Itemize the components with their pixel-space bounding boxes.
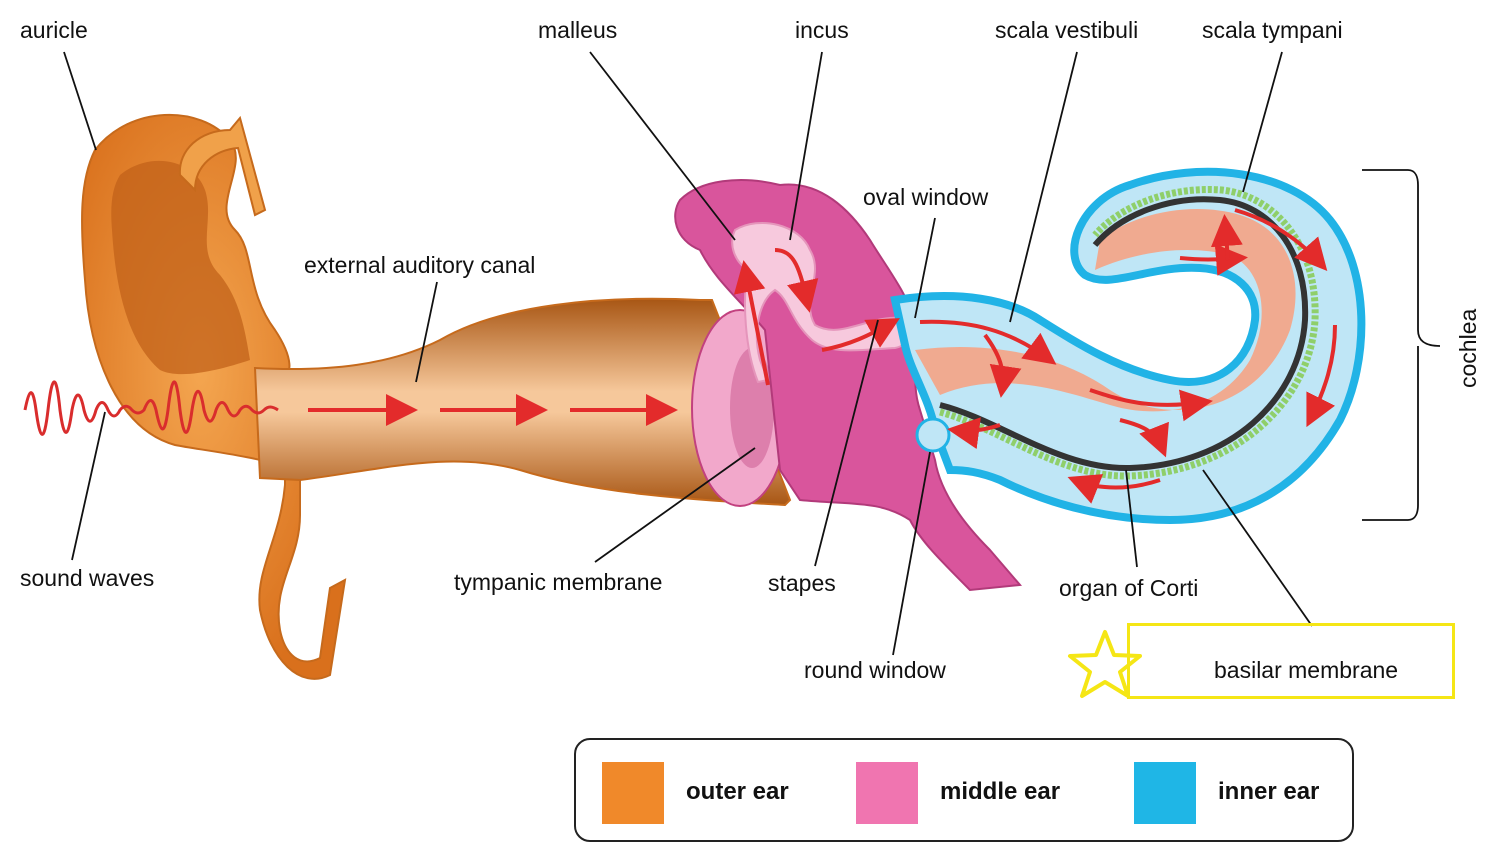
legend-label-outer-ear: outer ear bbox=[686, 778, 789, 805]
legend: outer ear middle ear inner ear bbox=[574, 738, 1354, 842]
perilymph-band bbox=[915, 209, 1296, 412]
legend-swatch-middle-ear bbox=[856, 762, 918, 824]
label-scala-vestibuli: scala vestibuli bbox=[995, 17, 1139, 43]
leader-lines bbox=[63, 51, 1441, 656]
sound-flow-arrows bbox=[308, 208, 1337, 504]
legend-label-middle-ear: middle ear bbox=[940, 778, 1061, 805]
legend-swatch-inner-ear bbox=[1134, 762, 1196, 824]
basilar-membrane-shape bbox=[939, 196, 1309, 472]
label-cochlea: cochlea bbox=[1455, 308, 1481, 388]
highlight-box bbox=[1127, 623, 1455, 699]
label-round-window: round window bbox=[804, 657, 946, 683]
label-malleus: malleus bbox=[538, 17, 618, 43]
label-sound-waves: sound waves bbox=[20, 565, 155, 591]
legend-swatch-outer-ear bbox=[602, 762, 664, 824]
sound-wave-shape bbox=[23, 380, 279, 436]
label-external-auditory-canal: external auditory canal bbox=[304, 252, 536, 278]
legend-label-inner-ear: inner ear bbox=[1218, 778, 1320, 805]
label-basilar-membrane: basilar membrane bbox=[1214, 657, 1399, 683]
label-tympanic-membrane: tympanic membrane bbox=[454, 569, 663, 595]
label-stapes: stapes bbox=[768, 570, 836, 596]
auricle-shape bbox=[81, 114, 347, 680]
round-window-shape bbox=[915, 417, 951, 453]
label-incus: incus bbox=[795, 17, 849, 43]
label-scala-tympani: scala tympani bbox=[1202, 17, 1343, 43]
organ-of-corti-shape bbox=[939, 185, 1319, 480]
label-oval-window: oval window bbox=[863, 184, 989, 210]
star-icon bbox=[1068, 630, 1142, 698]
label-organ-of-corti: organ of Corti bbox=[1059, 575, 1199, 601]
label-auricle: auricle bbox=[20, 17, 88, 43]
